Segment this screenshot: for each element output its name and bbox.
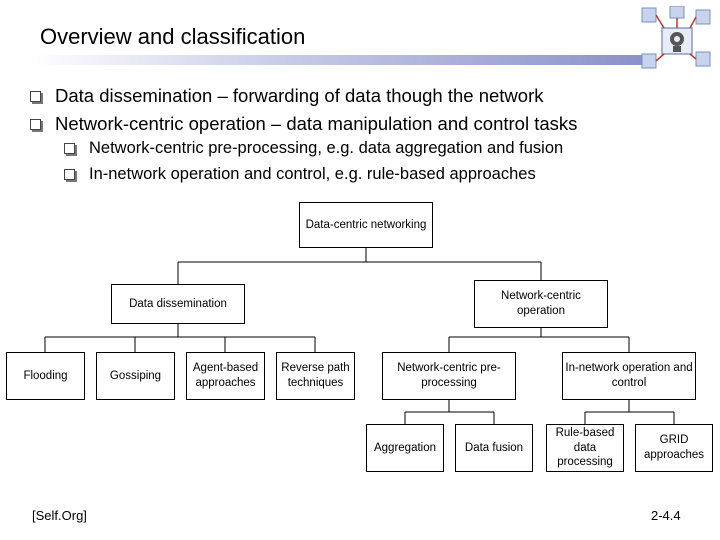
node-aggregation: Aggregation	[366, 424, 444, 472]
node-network-centric-preprocessing: Network-centric pre-processing	[382, 352, 516, 400]
node-in-network-operation-control: In-network operation and control	[562, 352, 696, 400]
node-rule-based-data-processing: Rule-based data processing	[546, 424, 624, 472]
institution-logo-icon	[641, 6, 711, 69]
sub-bullet-item: In-network operation and control, e.g. r…	[64, 165, 536, 184]
footer-reference: [Self.Org]	[32, 508, 87, 523]
node-data-centric-networking: Data-centric networking	[299, 202, 433, 248]
footer-page-number: 2-4.4	[651, 508, 681, 523]
node-flooding: Flooding	[6, 352, 85, 400]
node-data-dissemination: Data dissemination	[111, 284, 245, 324]
slide-title: Overview and classification	[40, 24, 306, 49]
node-grid-approaches: GRID approaches	[635, 424, 713, 472]
node-network-centric-operation: Network-centric operation	[474, 280, 608, 328]
bullet-item: Data dissemination – forwarding of data …	[30, 85, 544, 107]
bullet-text: Network-centric operation – data manipul…	[55, 113, 578, 134]
title-underline-bar	[30, 55, 645, 65]
bullet-item: Network-centric operation – data manipul…	[30, 113, 577, 135]
bullet-square-icon	[64, 169, 75, 180]
sub-bullet-text: In-network operation and control, e.g. r…	[89, 165, 536, 183]
node-gossiping: Gossiping	[96, 352, 175, 400]
node-agent-based-approaches: Agent-based approaches	[186, 352, 265, 400]
bullet-square-icon	[30, 90, 41, 102]
node-reverse-path-techniques: Reverse path techniques	[276, 352, 355, 400]
bullet-text: Data dissemination – forwarding of data …	[55, 85, 544, 106]
sub-bullet-text: Network-centric pre-processing, e.g. dat…	[89, 139, 564, 157]
node-data-fusion: Data fusion	[455, 424, 533, 472]
bullet-square-icon	[30, 118, 41, 130]
bullet-square-icon	[64, 143, 75, 154]
sub-bullet-item: Network-centric pre-processing, e.g. dat…	[64, 139, 563, 158]
